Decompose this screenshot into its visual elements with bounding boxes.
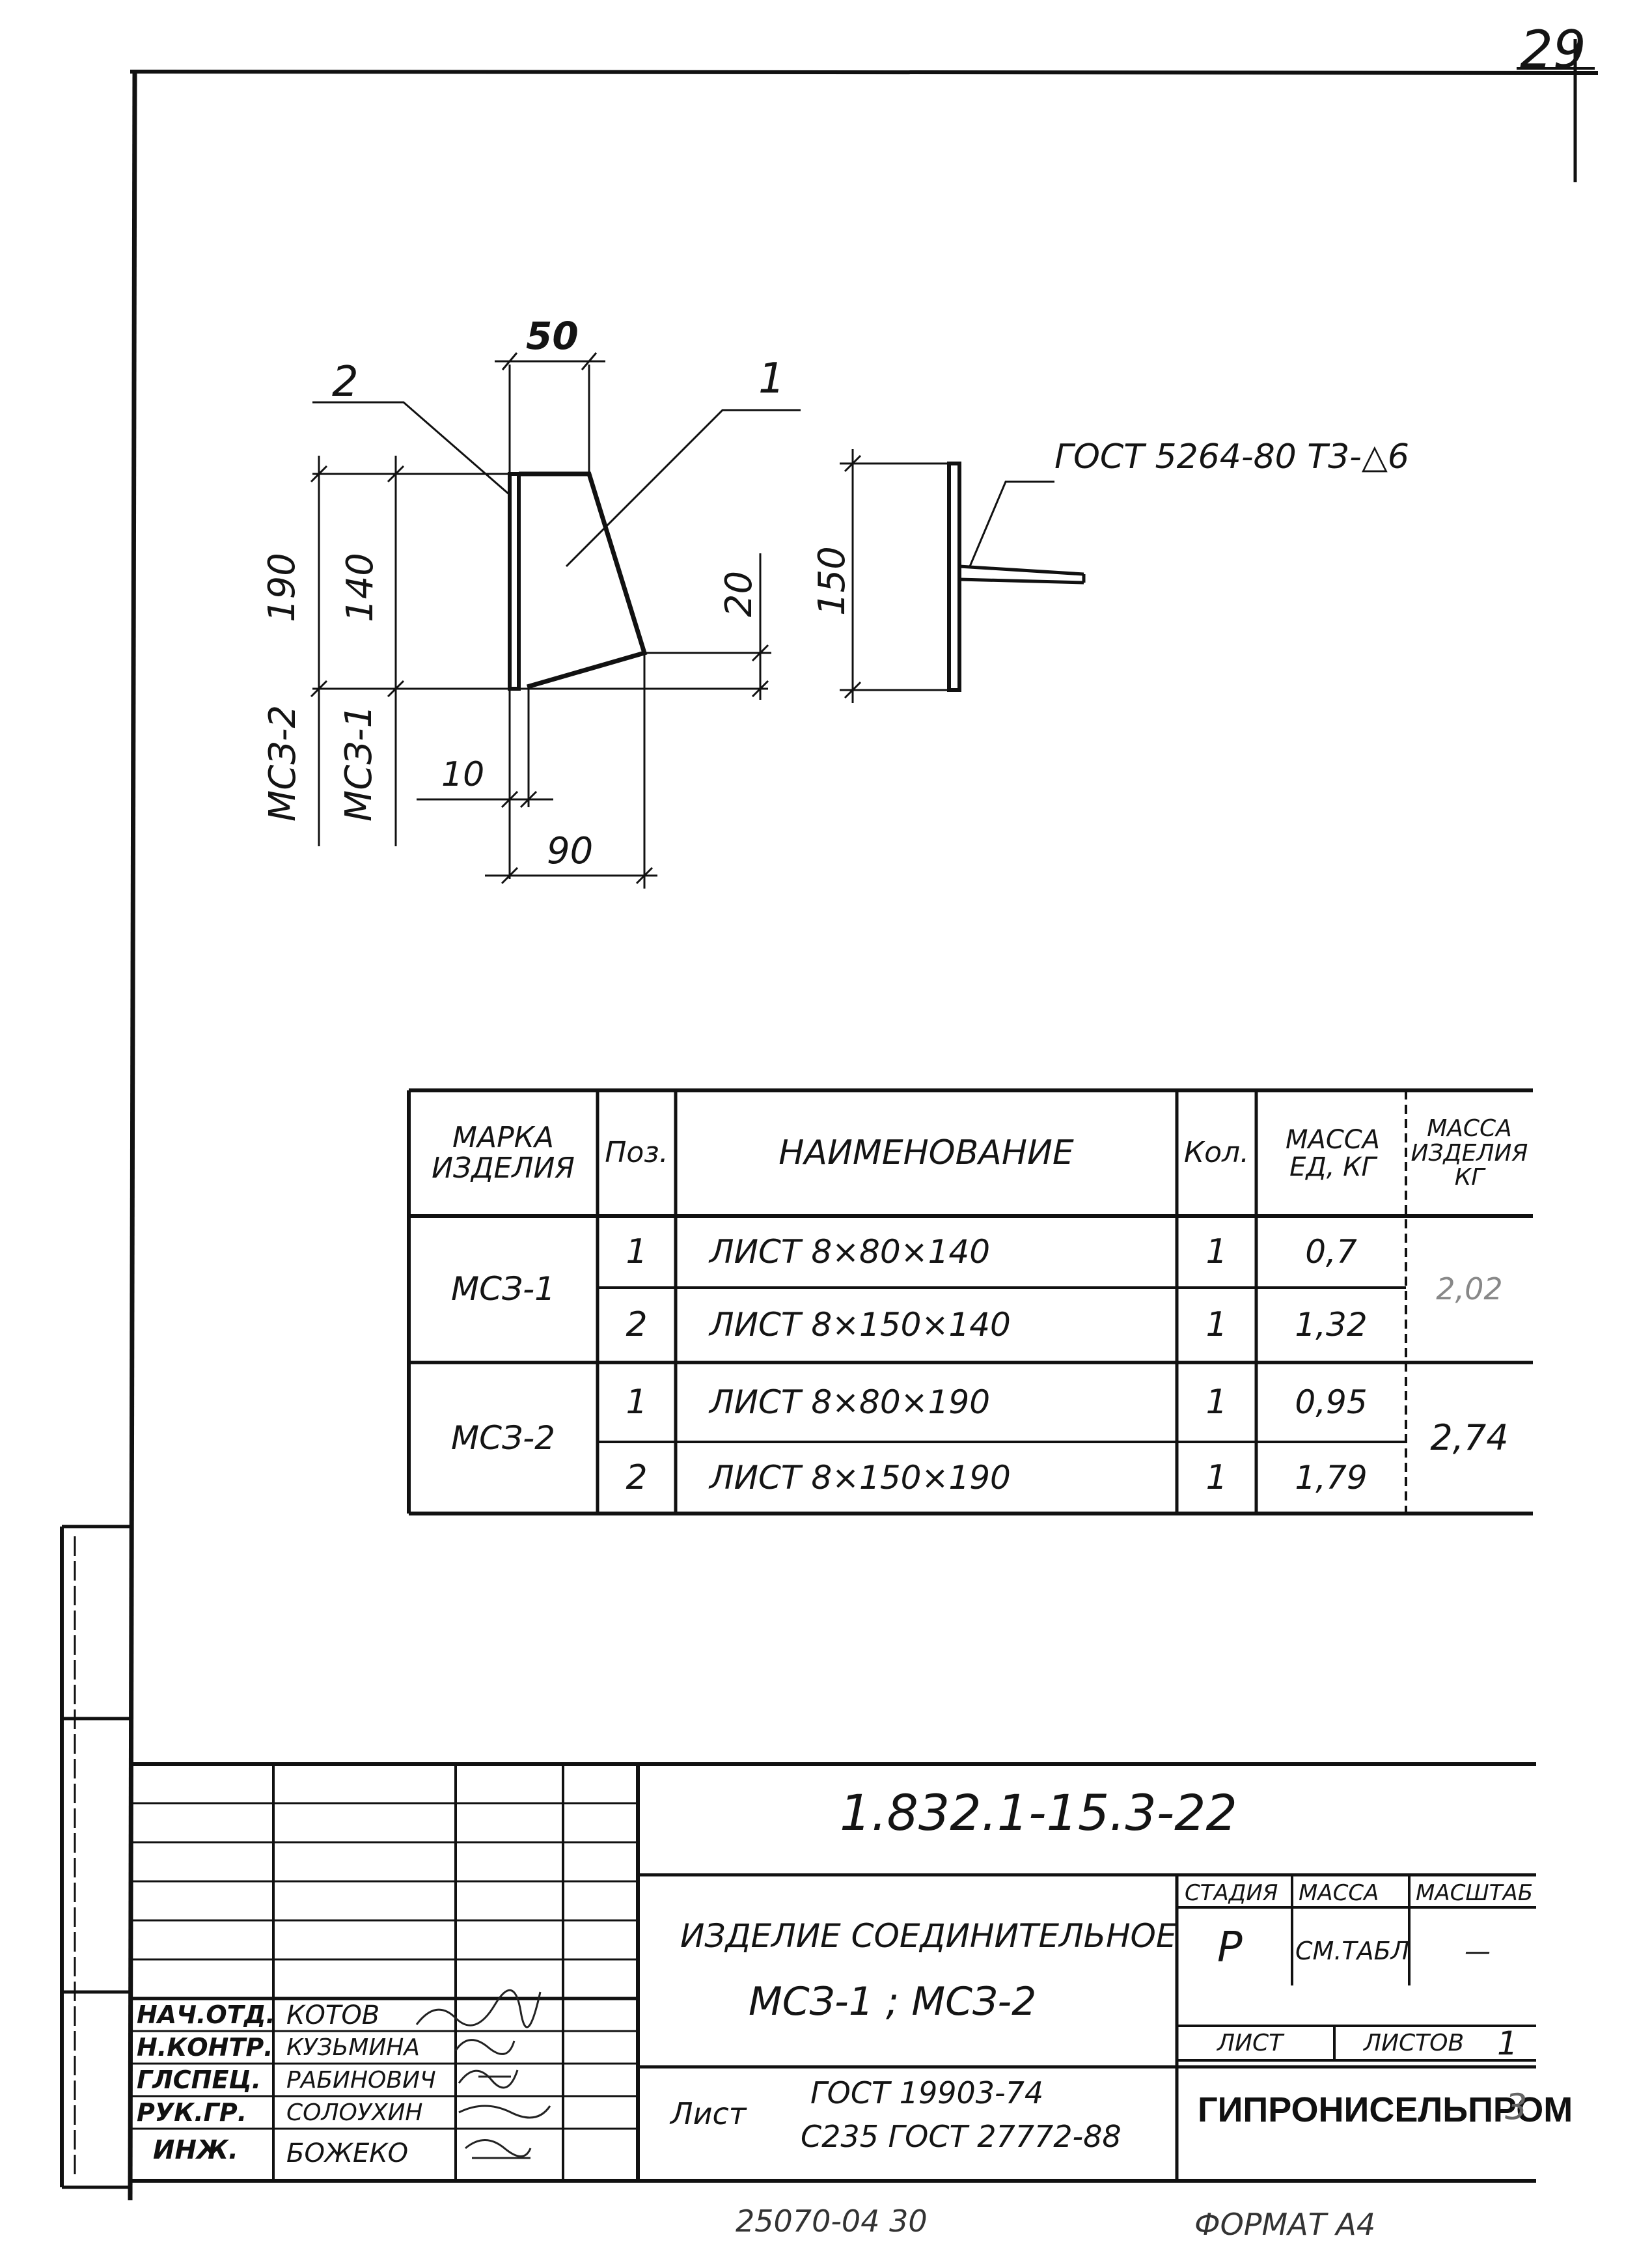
header-mark: МАРКА ИЗДЕЛИЯ [432,1121,575,1185]
drawing-code: 1.832.1-15.3-22 [840,1784,1237,1842]
role-label: НАЧ.ОТД. [137,2000,275,2029]
mark-mcz2: МСЗ-2 [262,704,305,822]
person-name: КОТОВ [286,2000,380,2030]
title-line1: ИЗДЕЛИЕ СОЕДИНИТЕЛЬНОЕ [680,1917,1177,1955]
row-name: ЛИСТ 8×150×140 [709,1306,1011,1344]
dim-190: 190 [260,553,303,622]
material-line2: С235 ГОСТ 27772-88 [801,2119,1122,2154]
plate-pos1 [519,471,648,689]
group-mass: 2,74 [1430,1417,1509,1458]
dim-10: 10 [441,755,485,794]
callout-pos1: 1 [758,355,785,403]
mark-mcz1: МСЗ-1 [338,704,381,822]
role-label: ИНЖ. [153,2135,239,2165]
format-label: ФОРМАТ А4 [1194,2207,1376,2242]
row-name: ЛИСТ 8×80×140 [709,1232,991,1271]
row-pos: 1 [626,1382,648,1422]
row-mass: 0,7 [1305,1232,1357,1271]
mass-value: СМ.ТАБЛ [1295,1937,1410,1965]
sheet-value: 1 [1497,2025,1518,2062]
side-plate [947,462,961,692]
row-qty: 1 [1205,1382,1228,1422]
row-qty: 1 [1205,1232,1228,1271]
row-mass: 1,32 [1295,1306,1368,1344]
group-mark: МСЗ-2 [451,1418,555,1457]
scale-label: МАСШТАБ [1416,1880,1534,1906]
title-line2: МСЗ-1 ; МСЗ-2 [749,1979,1037,2025]
row-mass: 1,79 [1295,1458,1368,1497]
dim-140: 140 [338,553,381,622]
inventory-number: 25070-04 30 [736,2204,928,2239]
row-name: ЛИСТ 8×80×190 [709,1383,991,1421]
role-label: Н.КОНТР. [137,2033,273,2062]
material-line1: ГОСТ 19903-74 [810,2075,1044,2110]
group-mark: МСЗ-1 [451,1270,555,1308]
dim-20: 20 [718,570,761,618]
organization-suffix: 3 [1505,2086,1528,2127]
person-name: РАБИНОВИЧ [286,2067,436,2094]
role-label: ГЛСПЕЦ. [137,2066,262,2094]
callout-pos2: 2 [332,358,359,406]
weld-leader [969,480,1054,567]
row-mass: 0,95 [1295,1383,1368,1421]
side-view [840,449,1086,703]
row-pos: 2 [626,1458,648,1497]
header-qty: Кол. [1183,1136,1250,1170]
role-label: РУК.ГР. [137,2098,247,2127]
person-name: СОЛОУХИН [286,2099,423,2126]
header-mass-item: МАССА ИЗДЕЛИЯ КГ [1411,1114,1528,1191]
row-pos: 2 [626,1305,648,1345]
title-block-lines [130,1762,1536,2183]
header-name: НАИМЕНОВАНИЕ [778,1133,1074,1173]
row-pos: 1 [626,1232,648,1271]
dim-90: 90 [547,830,594,872]
sheet-label: ЛИСТ [1217,2030,1284,2056]
sheets-label: ЛИСТОВ [1364,2030,1465,2056]
spec-table-lines [407,1088,1533,1515]
person-name: КУЗЬМИНА [286,2034,420,2061]
material-label: Лист [670,2096,747,2131]
header-pos: Поз. [605,1136,668,1170]
row-qty: 1 [1205,1305,1228,1345]
group-mass: 2,02 [1436,1271,1503,1307]
page-number: 29 [1520,20,1586,80]
part-drawing [310,352,801,889]
frame-top [130,70,1599,75]
row-qty: 1 [1205,1458,1228,1497]
weld-note: ГОСТ 5264-80 Т3-△6 [1054,437,1409,477]
stage-value: Р [1217,1924,1243,1972]
organization: ГИПРОНИСЕЛЬПРОМ [1198,2090,1573,2129]
dim-150: 150 [810,546,853,616]
row-name: ЛИСТ 8×150×190 [709,1458,1011,1497]
mass-label: МАССА [1299,1880,1379,1906]
scale-value: — [1465,1937,1491,1967]
stage-label: СТАДИЯ [1185,1880,1278,1906]
header-mass-unit: МАССА ЕД, КГ [1285,1124,1381,1182]
dim-50: 50 [526,314,579,358]
leader-pos2 [312,401,510,496]
frame-left [128,72,137,2201]
leader-pos1 [565,409,801,568]
plate-pos2 [508,472,521,691]
person-name: БОЖЕКО [286,2138,409,2168]
